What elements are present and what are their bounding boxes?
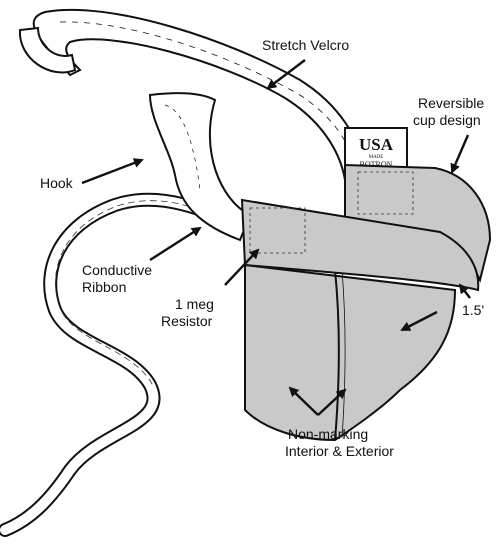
- hook-tab: [150, 93, 250, 240]
- label-stretch-velcro: Stretch Velcro: [262, 37, 349, 54]
- cup-body: [245, 265, 455, 440]
- label-length: 1.5': [462, 302, 484, 319]
- label-nonmarking-line1: Non-marking: [288, 426, 368, 443]
- arrow-hook: [82, 160, 142, 183]
- conductive-ribbon-drawing: [5, 200, 245, 530]
- label-conductive-line1: Conductive: [82, 262, 152, 279]
- arrow-reversible: [452, 135, 468, 172]
- label-reversible-line2: cup design: [413, 112, 481, 129]
- label-hook: Hook: [40, 175, 73, 192]
- label-nonmarking-line2: Interior & Exterior: [285, 443, 394, 460]
- label-conductive-line2: Ribbon: [82, 279, 126, 296]
- tag-usa-text: USA: [359, 135, 394, 154]
- label-resistor-line2: Resistor: [161, 313, 212, 330]
- label-reversible-line1: Reversible: [418, 95, 484, 112]
- arrow-conductive-ribbon: [150, 228, 200, 260]
- label-resistor-line1: 1 meg: [175, 296, 214, 313]
- usa-tag: USA MADE BOTRON: [345, 128, 407, 169]
